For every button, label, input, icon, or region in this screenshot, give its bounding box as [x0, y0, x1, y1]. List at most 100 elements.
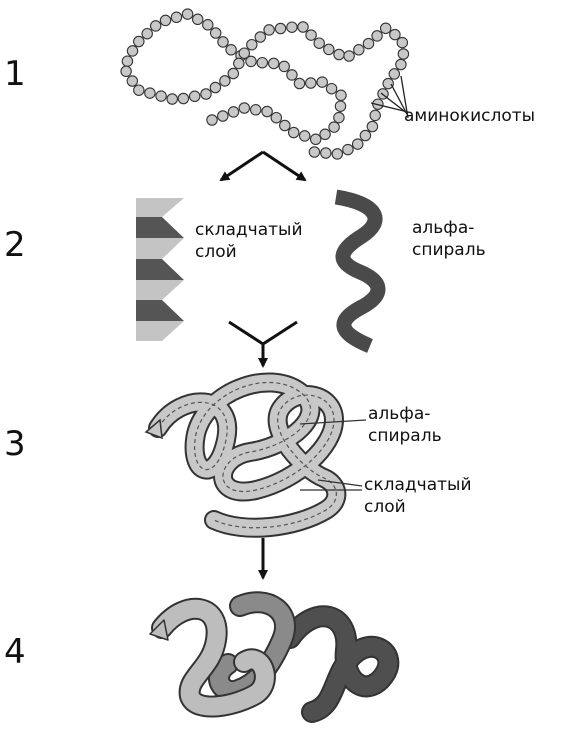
amino-acid-bead — [188, 90, 201, 103]
amino-acid-bead — [331, 148, 344, 160]
amino-acid-bead — [313, 37, 325, 49]
stage-number-2: 2 — [4, 225, 26, 265]
amino-acid-bead — [144, 87, 156, 99]
amino-acid-bead — [270, 111, 283, 124]
amino-acid-bead — [323, 43, 335, 56]
amino-acid-bead — [351, 138, 364, 150]
amino-acid-bead — [335, 89, 347, 102]
amino-acid-bead — [133, 35, 145, 48]
amino-acid-chain — [120, 8, 410, 160]
amino-acid-bead — [181, 8, 194, 20]
amino-acid-bead — [395, 58, 407, 71]
amino-acid-bead — [227, 106, 240, 118]
label-alpha-helix-line1: альфа- — [412, 218, 475, 238]
amino-acid-bead — [287, 126, 300, 139]
amino-acid-bead — [343, 50, 355, 62]
amino-acid-bead — [333, 111, 345, 124]
label-amino-acids: аминокислоты — [404, 106, 536, 126]
amino-acid-bead — [238, 47, 251, 59]
amino-acid-bead — [320, 147, 332, 159]
stage-number-1: 1 — [4, 54, 26, 94]
amino-acid-bead — [245, 55, 257, 68]
quaternary-structure-shape — [149, 591, 400, 723]
amino-acid-bead — [362, 37, 375, 50]
amino-acid-bead — [353, 44, 365, 56]
amino-acid-bead — [155, 90, 167, 102]
amino-acid-bead — [389, 28, 401, 41]
stage-number-3: 3 — [4, 424, 26, 464]
amino-acid-bead — [371, 30, 383, 42]
amino-acid-bead — [254, 31, 267, 43]
amino-acid-bead — [256, 56, 269, 69]
amino-acid-bead — [297, 21, 309, 33]
label-pleated-sheet-3-line2: слой — [364, 497, 406, 517]
amino-acid-bead — [261, 105, 273, 118]
amino-acid-bead — [305, 77, 317, 89]
amino-acid-bead — [325, 82, 338, 95]
amino-acid-bead — [121, 55, 134, 67]
amino-acid-bead — [249, 104, 262, 116]
tertiary-pointer-lines — [299, 419, 367, 491]
amino-acid-bead — [227, 67, 240, 80]
tertiary-structure-shape — [144, 372, 347, 538]
amino-acid-bead — [274, 22, 287, 35]
amino-acid-bead — [388, 68, 401, 80]
amino-acid-bead — [200, 88, 212, 100]
amino-acid-bead — [309, 133, 322, 146]
amino-acid-bead — [191, 13, 204, 26]
amino-acid-bead — [366, 120, 379, 133]
amino-acid-bead — [225, 44, 237, 56]
label-pleated-sheet-line2: слой — [195, 242, 237, 262]
amino-acid-bead — [149, 20, 162, 32]
amino-acid-bead — [328, 121, 340, 133]
amino-acid-bead — [379, 22, 392, 35]
merge-arrow — [228, 320, 298, 368]
split-arrow — [219, 150, 307, 182]
amino-acid-bead — [316, 76, 328, 88]
amino-acid-bead — [286, 21, 298, 33]
alpha-helix-shape — [334, 189, 386, 353]
amino-acid-bead — [334, 100, 347, 112]
amino-acid-bead — [202, 19, 214, 31]
amino-acid-bead — [219, 75, 231, 87]
amino-acid-bead — [333, 48, 345, 61]
amino-acid-bead — [278, 60, 290, 73]
stage-number-4: 4 — [4, 632, 26, 672]
label-alpha-helix-3-line2: спираль — [368, 426, 442, 446]
amino-acid-bead — [267, 57, 280, 70]
amino-acid-bead — [359, 129, 372, 142]
amino-acid-bead — [382, 77, 394, 90]
amino-acid-bead — [217, 36, 229, 48]
amino-acid-bead — [263, 24, 275, 36]
pleated-sheet-shape — [136, 198, 184, 341]
amino-acid-bead — [279, 119, 291, 132]
label-pleated-sheet-line1: складчатый — [195, 220, 303, 240]
amino-acid-bead — [246, 38, 258, 51]
amino-acid-bead — [308, 146, 321, 158]
amino-acid-bead — [293, 77, 306, 90]
label-pleated-sheet-3-line1: складчатый — [364, 475, 472, 495]
amino-acid-bead — [217, 110, 229, 122]
amino-acid-bead — [166, 93, 178, 105]
amino-acid-bead — [233, 57, 245, 70]
amino-acid-bead — [369, 109, 381, 122]
amino-acid-bead — [120, 65, 132, 78]
amino-acid-bead — [286, 69, 298, 81]
amino-acid-bead — [206, 114, 218, 126]
amino-acid-bead — [177, 92, 190, 105]
amino-acid-bead — [342, 143, 354, 156]
amino-acid-bead — [209, 27, 222, 39]
amino-acid-bead — [133, 84, 145, 96]
label-alpha-helix-line2: спираль — [412, 240, 486, 260]
amino-acid-bead — [126, 75, 139, 87]
amino-acid-pointer-lines — [370, 75, 409, 119]
amino-acid-bead — [159, 14, 172, 27]
amino-acid-bead — [305, 29, 317, 41]
amino-acid-bead — [238, 102, 251, 114]
amino-acid-bead — [319, 128, 331, 141]
amino-acid-bead — [209, 81, 222, 94]
label-alpha-helix-3-line1: альфа- — [368, 404, 431, 424]
amino-acid-bead — [298, 130, 311, 142]
